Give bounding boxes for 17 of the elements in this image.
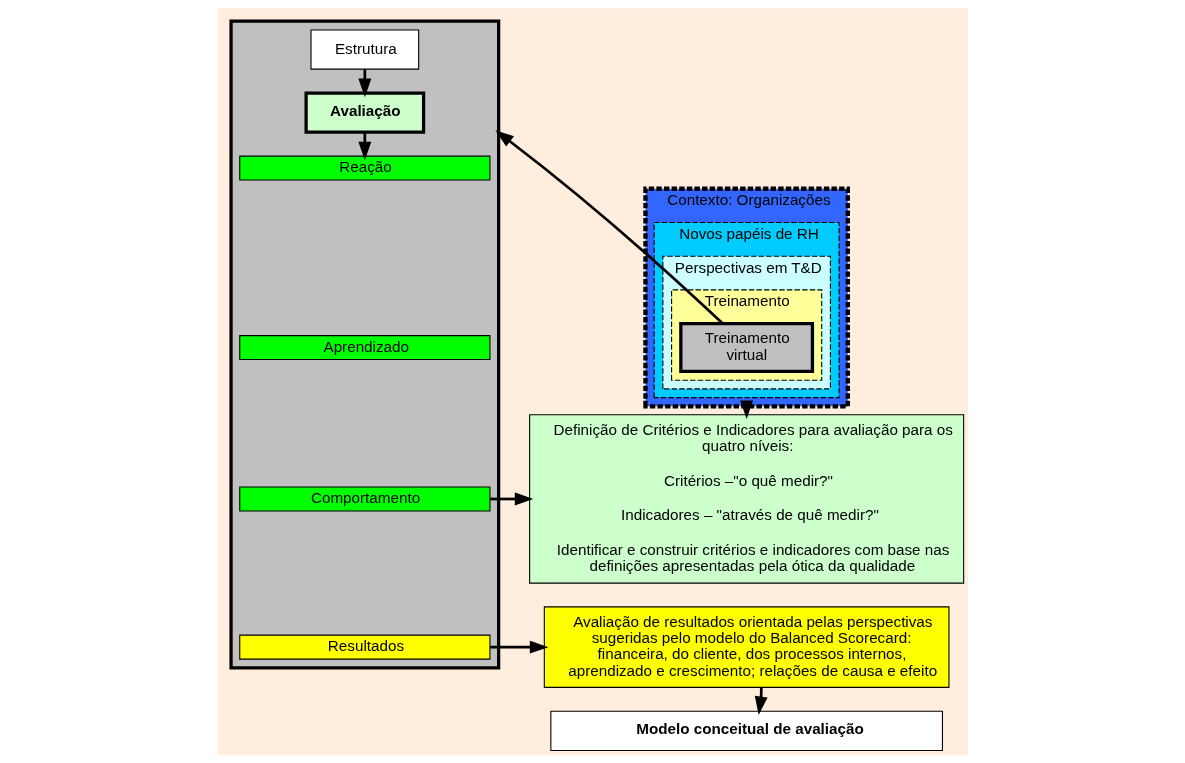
- cluster: [228, 19, 500, 670]
- arrow: [739, 400, 753, 419]
- node-box: Definição de Critérios e Indicadores para avaliação para os quatro níveis: Critérios –"o quê medir?" Indicadores – "através de quê medir?" Identificar e construir critérios e indicadores com base nas definições apresentadas pela ótica da qualidade: [528, 414, 964, 584]
- node-box: Avaliação: [304, 91, 425, 134]
- node-box: Estrutura: [309, 29, 419, 70]
- arrow: [494, 130, 723, 325]
- node-box: Treinamento virtual: [678, 322, 814, 374]
- node-box: Modelo conceitual de avaliação: [549, 710, 943, 751]
- arrow: [357, 132, 371, 161]
- arrow: [489, 640, 548, 654]
- arrow: [357, 69, 371, 98]
- node-box: Resultados: [238, 634, 490, 660]
- node-box: Avaliação de resultados orientada pelas perspectivas sugeridas pelo modelo do Balanced Scorecard: financeira, do cliente, dos processos internos, aprendizado e crescimento; relações de causa e efeito: [543, 606, 949, 688]
- node-box: Aprendizado: [238, 335, 490, 361]
- node-box: Comportamento: [238, 486, 490, 512]
- node-box: Reação: [238, 155, 490, 181]
- arrow: [489, 492, 533, 506]
